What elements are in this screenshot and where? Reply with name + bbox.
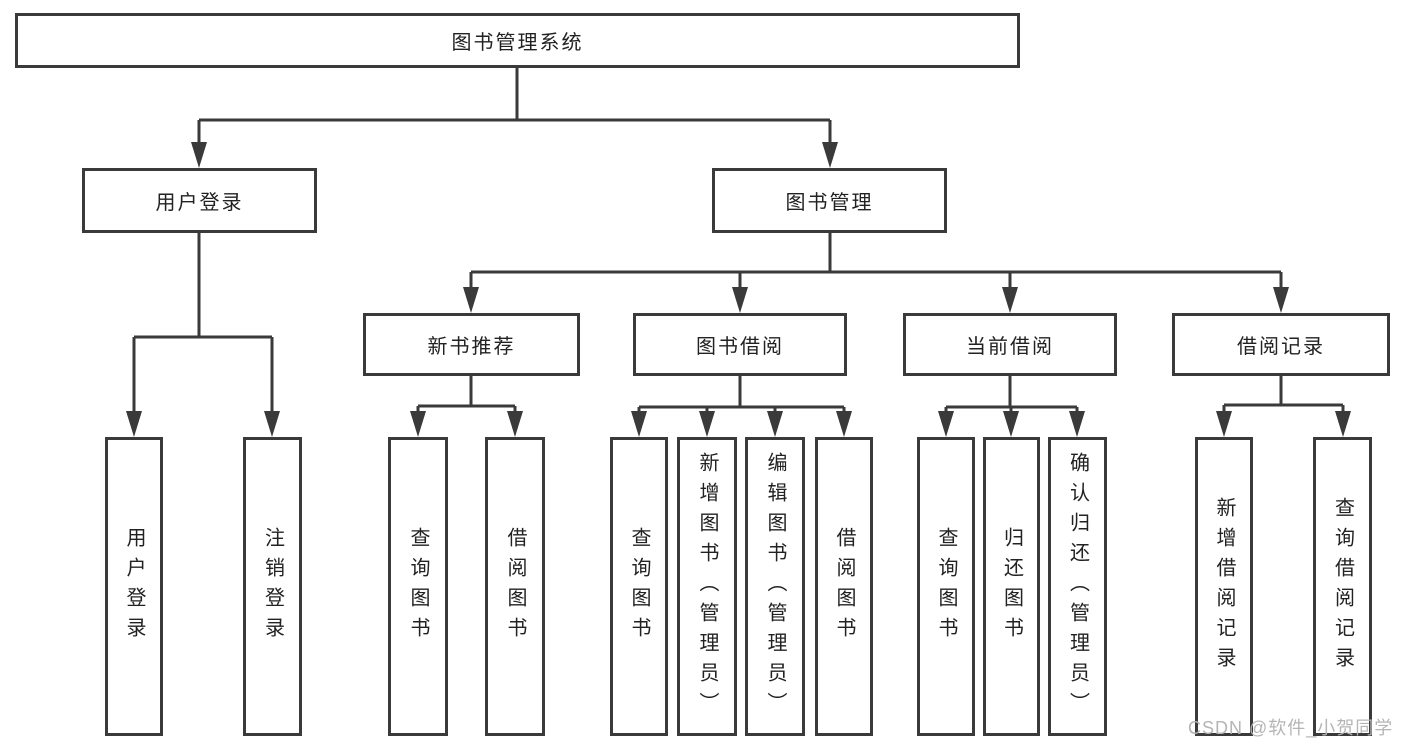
leaf-confirm-return-admin-label: 确认归还（管理员） [1066, 451, 1089, 722]
leaf-query-books-current: 查询图书 [917, 437, 975, 736]
leaf-borrow-books-recommend-label: 借阅图书 [504, 526, 526, 647]
leaf-user-login-label: 用户登录 [123, 526, 145, 647]
node-root-label: 图书管理系统 [451, 32, 584, 54]
node-user-login-label: 用户登录 [155, 192, 244, 214]
leaf-logout: 注销登录 [243, 437, 302, 736]
node-current-borrow: 当前借阅 [903, 313, 1117, 376]
node-new-book-recommend: 新书推荐 [363, 313, 580, 376]
leaf-edit-book-admin: 编辑图书（管理员） [745, 437, 805, 736]
leaf-borrow-books: 借阅图书 [815, 437, 873, 736]
leaf-query-books-borrow: 查询图书 [610, 437, 668, 736]
node-book-manage-label: 图书管理 [785, 192, 874, 214]
leaf-query-books-recommend: 查询图书 [388, 437, 448, 736]
node-book-borrow: 图书借阅 [633, 313, 847, 376]
leaf-query-borrow-record-label: 查询借阅记录 [1331, 496, 1354, 677]
csdn-watermark: CSDN @软件_小贺同学 [1188, 718, 1394, 738]
leaf-user-login: 用户登录 [105, 437, 163, 736]
leaf-query-books-current-label: 查询图书 [935, 526, 957, 647]
leaf-add-book-admin: 新增图书（管理员） [677, 437, 737, 736]
leaf-borrow-books-label: 借阅图书 [833, 526, 855, 647]
arrowheads [126, 142, 1351, 437]
node-current-borrow-label: 当前借阅 [966, 336, 1054, 358]
leaf-query-borrow-record: 查询借阅记录 [1313, 437, 1372, 736]
leaf-return-books: 归还图书 [983, 437, 1040, 736]
node-user-login: 用户登录 [82, 168, 317, 233]
leaf-edit-book-admin-label: 编辑图书（管理员） [764, 451, 786, 722]
leaf-add-book-admin-label: 新增图书（管理员） [696, 451, 718, 722]
leaf-query-books-recommend-label: 查询图书 [407, 526, 429, 647]
leaf-add-borrow-record-label: 新增借阅记录 [1213, 496, 1235, 677]
node-root: 图书管理系统 [15, 13, 1020, 68]
node-book-borrow-label: 图书借阅 [696, 336, 784, 358]
leaf-confirm-return-admin: 确认归还（管理员） [1048, 437, 1107, 736]
leaf-return-books-label: 归还图书 [1000, 526, 1023, 647]
leaf-query-books-borrow-label: 查询图书 [628, 526, 650, 647]
node-book-manage: 图书管理 [712, 168, 947, 233]
leaf-add-borrow-record: 新增借阅记录 [1195, 437, 1253, 736]
leaf-logout-label: 注销登录 [261, 526, 284, 647]
node-new-book-recommend-label: 新书推荐 [427, 336, 516, 358]
leaf-borrow-books-recommend: 借阅图书 [485, 437, 545, 736]
node-borrow-records-label: 借阅记录 [1237, 336, 1325, 358]
node-borrow-records: 借阅记录 [1172, 313, 1390, 376]
